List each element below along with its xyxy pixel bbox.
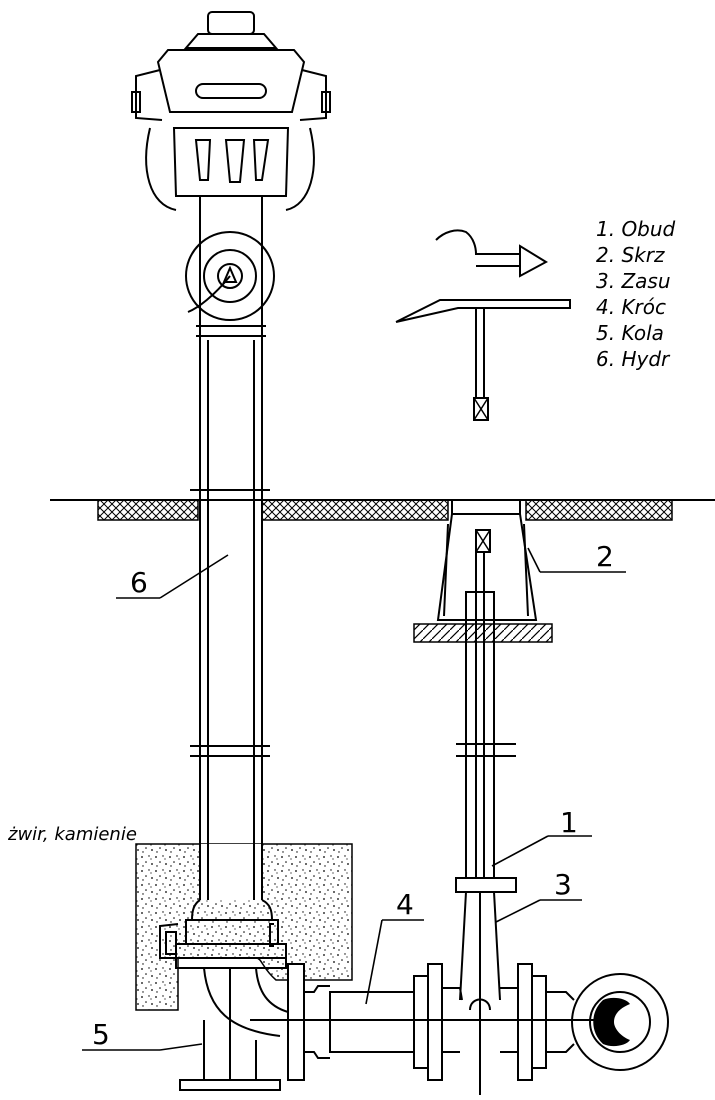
callout-2: 2 (596, 540, 614, 573)
callout-1: 1 (560, 806, 578, 839)
concrete-support-plate (413, 623, 553, 643)
gravel-bed (135, 843, 353, 1011)
legend-item-5: 5. Kola (596, 321, 664, 345)
callout-5: 5 (92, 1018, 110, 1051)
hydrant-pipe (190, 340, 270, 900)
legend-item-4: 4. Króc (596, 295, 666, 319)
outlet-crescent (593, 997, 630, 1047)
leader-lines (82, 547, 626, 1051)
callout-4: 4 (396, 888, 414, 921)
spindle-extension (456, 552, 516, 879)
legend-item-3: 3. Zasu (596, 269, 671, 293)
hydrant-upper-body (185, 196, 275, 500)
paving-slab-right (525, 499, 673, 521)
gravel-note: żwir, kamienie (7, 824, 137, 845)
hydrant-head (131, 11, 331, 211)
legend: 1. Obud 2. Skrz 3. Zasu 4. Króc 5. Kola … (596, 217, 676, 371)
paving-slab-middle (261, 499, 449, 521)
callout-6: 6 (130, 566, 148, 599)
callout-3: 3 (554, 868, 572, 901)
valve-key (395, 229, 571, 421)
legend-item-2: 2. Skrz (596, 243, 665, 267)
legend-item-6: 6. Hydr (596, 347, 671, 371)
legend-item-1: 1. Obud (596, 217, 676, 241)
gate-valve (442, 877, 669, 1095)
paving-slab-left (97, 499, 199, 521)
street-box (436, 499, 538, 621)
connector-pipe (250, 963, 600, 1081)
